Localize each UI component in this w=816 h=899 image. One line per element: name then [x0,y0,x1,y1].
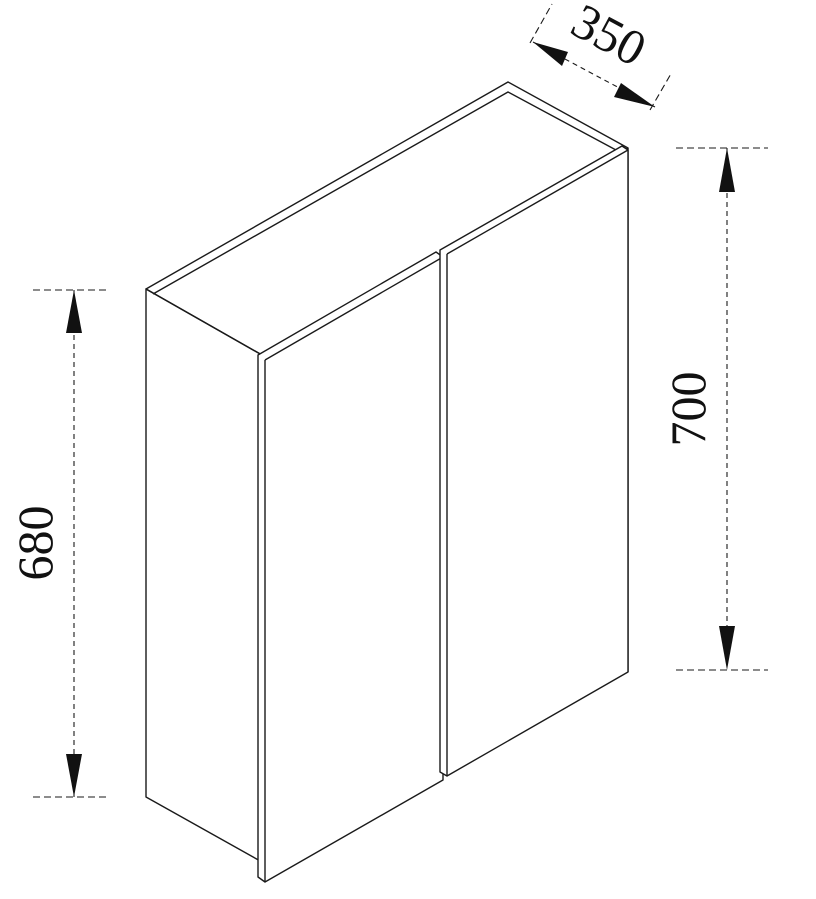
door-height-arrow-top [66,290,82,333]
depth-extension-right [649,71,673,111]
height-arrow-bottom [719,626,735,670]
overall-height-dimension: 700 [660,147,768,671]
depth-extension-left [529,3,553,44]
depth-arrow-end [614,83,655,107]
door-height-dimension: 680 [7,289,106,798]
cabinet-top-inner-edge [152,91,617,295]
height-arrow-top [719,148,735,192]
right-door-top-edge [446,149,629,255]
door-height-label: 680 [7,506,63,581]
cabinet-left-side [145,288,263,863]
depth-arrow-start [533,42,568,66]
left-door [257,251,444,883]
depth-dimension: 350 [529,0,673,111]
right-door [439,145,629,777]
left-door-top-edge [264,256,444,361]
cabinet-doors [257,145,629,883]
door-height-arrow-bottom [66,754,82,797]
height-label: 700 [660,372,716,447]
